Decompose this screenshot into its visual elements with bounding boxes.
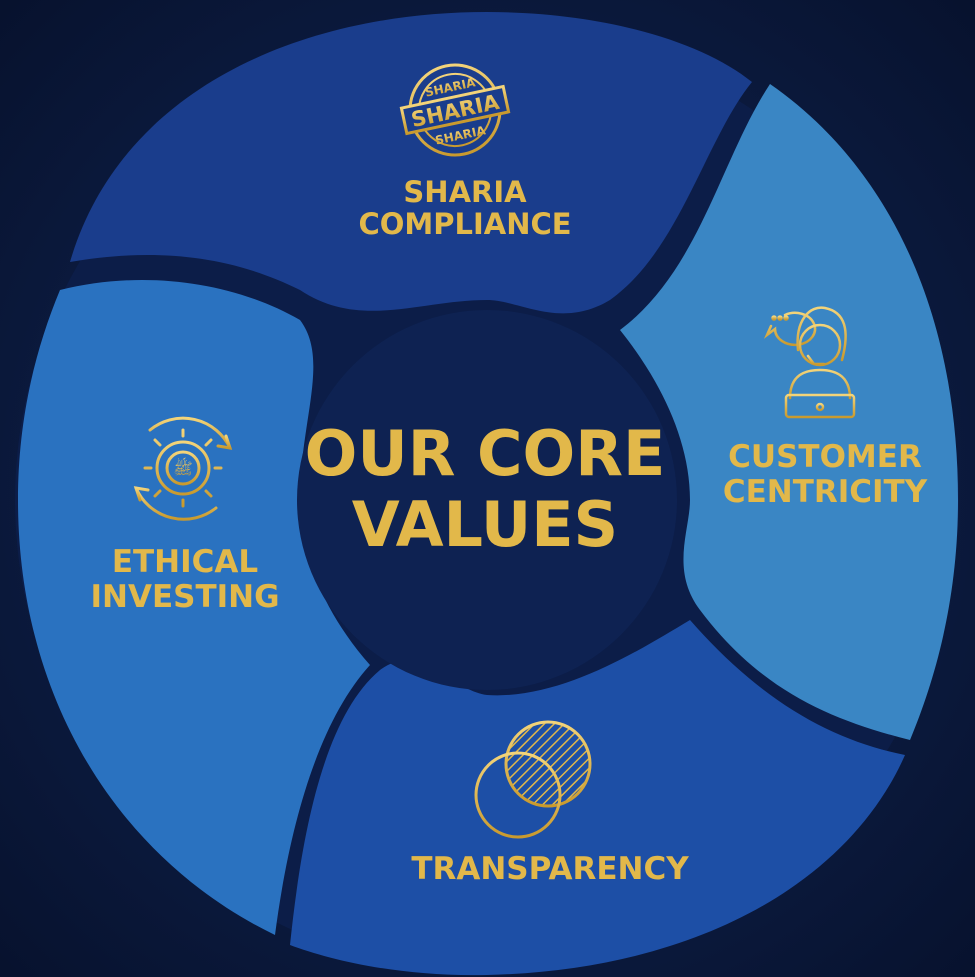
customer-support-icon <box>763 306 866 419</box>
center-title-line2: VALUES <box>351 488 619 562</box>
center-title: OUR CORE VALUES <box>300 418 670 561</box>
customer-label-line2: CENTRICITY <box>722 473 928 510</box>
sharia-label-line2: COMPLIANCE <box>358 207 572 242</box>
ethical-label-line2: INVESTING <box>90 578 280 615</box>
overlapping-circles-icon <box>474 720 592 839</box>
svg-text:ﷺ: ﷺ <box>173 457 192 478</box>
sharia-label-line1: SHARIA <box>403 175 527 209</box>
segment-customer <box>620 84 958 740</box>
customer-centricity-label: CUSTOMER CENTRICITY <box>700 440 950 509</box>
center-hub <box>297 310 677 690</box>
center-title-line1: OUR CORE <box>304 417 666 490</box>
segment-transparency <box>290 620 905 976</box>
transparency-label: TRANSPARENCY <box>370 852 730 887</box>
segment-sharia <box>70 12 752 314</box>
customer-label-line1: CUSTOMER <box>728 439 922 475</box>
ethical-label-line1: ETHICAL <box>111 544 259 580</box>
segment-ethical <box>18 280 370 935</box>
transparency-label-line1: TRANSPARENCY <box>411 851 689 887</box>
ethical-investing-label: ETHICAL INVESTING <box>60 545 310 614</box>
gear-cycle-icon: ﷺ <box>133 416 233 521</box>
sharia-compliance-label: SHARIA COMPLIANCE <box>340 176 590 241</box>
